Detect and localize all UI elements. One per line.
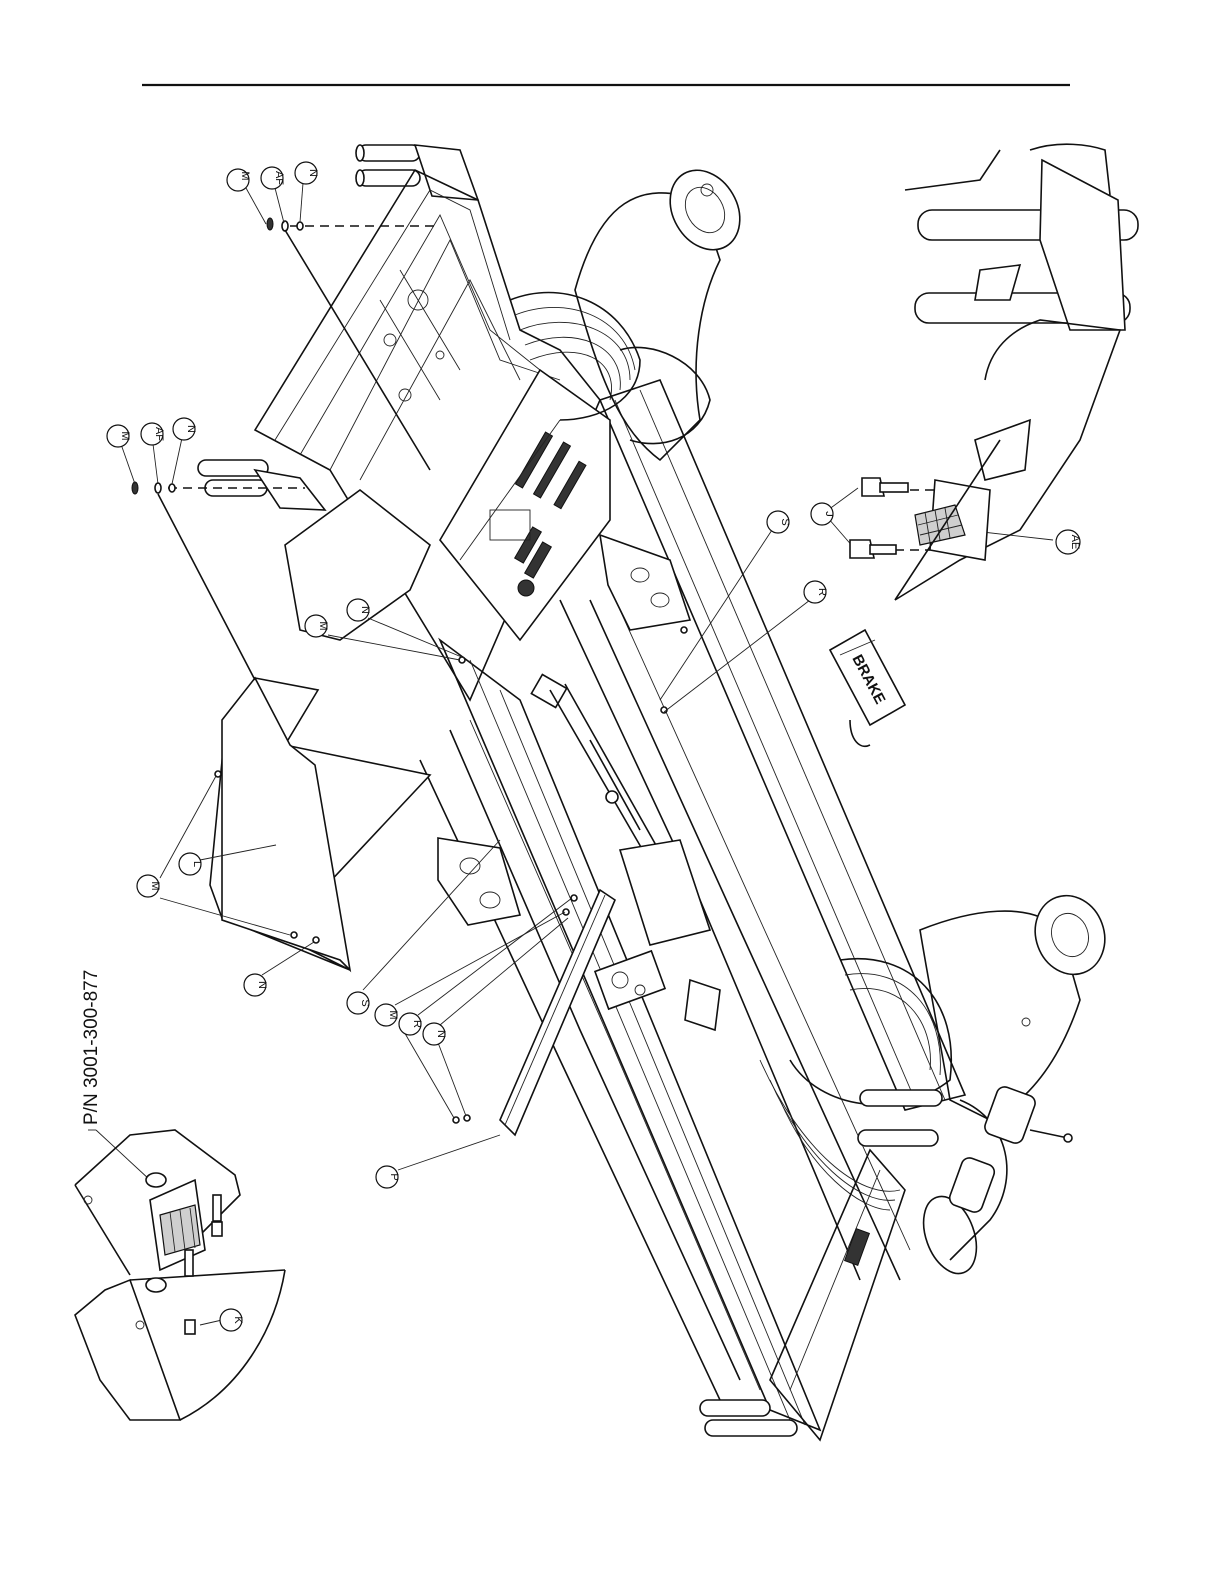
callout-s-left-label: S (359, 999, 371, 1006)
callout-m-left-label: M (387, 1010, 399, 1019)
base-foot-caster (914, 886, 1116, 1281)
callout-ae-label: AE (1069, 535, 1081, 550)
callout-af-mid-label: AF (153, 427, 165, 441)
callout-j-label: J (823, 511, 835, 517)
callout-m-mid: M (107, 425, 131, 447)
callout-m-top: M (227, 169, 251, 191)
brake-pedal: BRAKE (830, 630, 905, 746)
callout-m-left: M (375, 1004, 399, 1026)
callout-m-panel-label: M (317, 621, 329, 630)
callout-n-left-label: N (435, 1030, 447, 1038)
callout-n-mid: N (173, 418, 197, 440)
side-rail-left (440, 640, 820, 1430)
callout-n-panel-label: N (359, 606, 371, 614)
callout-n-cover-label: N (256, 981, 268, 989)
callout-l: L (179, 853, 203, 875)
callout-n-mid-label: N (185, 425, 197, 433)
junction-box-lower (438, 838, 520, 925)
callout-m-cover: M (137, 875, 161, 897)
callout-p-label: P (388, 1173, 400, 1180)
inset-connector-ae (850, 144, 1138, 600)
callout-p: P (376, 1166, 400, 1188)
callout-s-left: S (347, 992, 371, 1014)
callout-m-mid-label: M (119, 431, 131, 440)
callout-n-cover: N (244, 974, 268, 996)
bolt-j-upper (862, 478, 908, 496)
callout-k-label: K (232, 1316, 244, 1324)
callout-af-top-label: AF (273, 171, 285, 185)
control-board (440, 370, 610, 640)
foot-end-posts (700, 1090, 942, 1440)
callout-k: K (220, 1309, 244, 1331)
callout-r-right: R (804, 581, 828, 603)
part-number-label: P/N 3001-300-877 (81, 970, 102, 1125)
callout-n-top: N (295, 162, 319, 184)
cover-panel-l (210, 678, 430, 970)
callout-s-right: S (767, 511, 791, 533)
callout-n-left: N (423, 1023, 447, 1045)
fastener-stack-mid (132, 482, 255, 680)
callout-m-cover-label: M (149, 881, 161, 890)
fastener-stack-top (267, 218, 430, 470)
inset-connector-k (75, 1130, 285, 1420)
callout-af-top: AF (261, 167, 285, 189)
drive-motor (595, 840, 720, 1030)
callout-r-left: R (399, 1013, 423, 1035)
callout-m-top-label: M (239, 171, 251, 180)
inner-channel (560, 600, 860, 1280)
callout-r-left-label: R (411, 1020, 423, 1028)
callout-r-right-label: R (816, 588, 828, 596)
callout-n-top-label: N (307, 169, 319, 177)
callout-l-label: L (191, 861, 203, 867)
bolt-j-lower (850, 540, 896, 558)
callout-af-mid: AF (141, 423, 165, 445)
callout-ae: AE (1056, 530, 1081, 554)
junction-box-upper (600, 535, 690, 630)
callout-s-right-label: S (779, 518, 791, 525)
